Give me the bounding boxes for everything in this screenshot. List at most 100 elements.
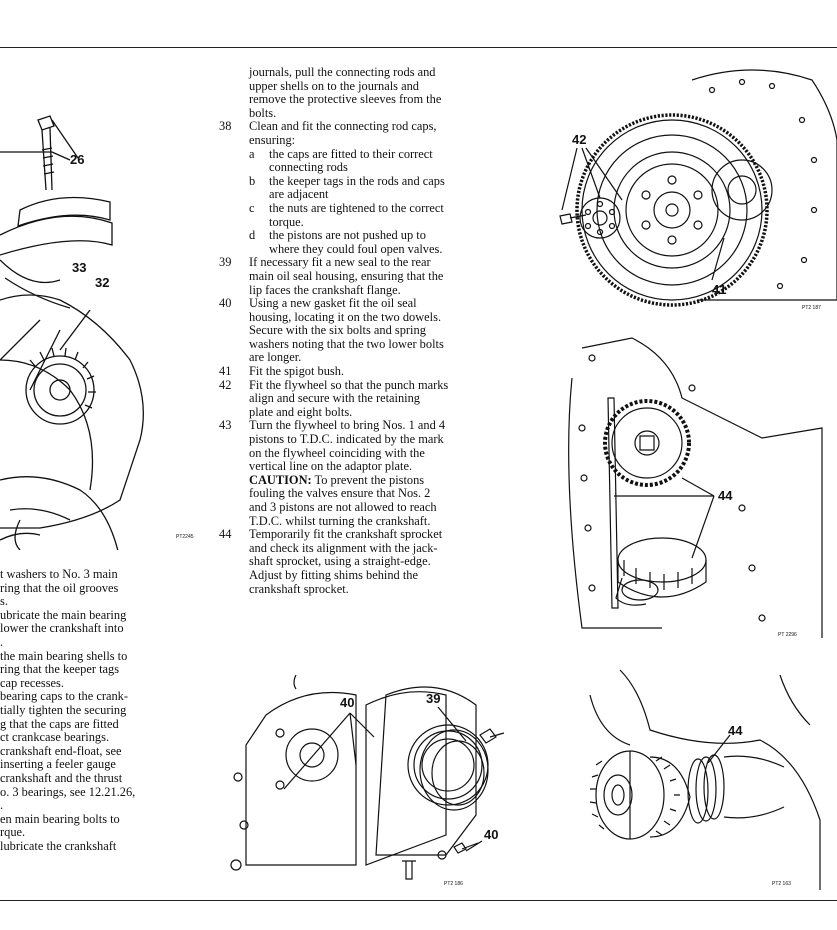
text-line: torque.	[269, 214, 304, 229]
text-line: ct crankcase bearings.	[0, 730, 110, 745]
text-line: align and secure with the retaining	[249, 391, 421, 406]
step-text: Clean and fit the connecting rod caps,en…	[249, 120, 519, 147]
step-text: Fit the spigot bush.	[249, 364, 519, 379]
text-line: tially tighten the securing	[0, 702, 127, 717]
text-line: ubricate the main bearing	[0, 607, 127, 622]
text-line: cap recesses.	[0, 675, 64, 690]
flywheel-figure: 42 41 PT2 187	[552, 60, 837, 311]
text-line: t washers to No. 3 main	[0, 567, 118, 581]
sub-letter: b	[249, 173, 256, 188]
text-line: and check its alignment with the jack-	[249, 540, 438, 555]
step-41: 41 Fit the spigot bush.	[219, 364, 519, 379]
callout-40-lower: 40	[484, 827, 499, 842]
callout-44: 44	[718, 488, 733, 503]
text-line: the keeper tags in the rods and caps	[269, 173, 445, 188]
caution-first-line: To prevent the pistons	[311, 472, 425, 487]
text-line: housing, locating it on the two dowels.	[249, 309, 442, 324]
text-line: Fit the flywheel so that the punch marks	[249, 377, 449, 392]
text-line: g that the caps are fitted	[0, 716, 119, 731]
caution-label: CAUTION:	[249, 472, 312, 487]
text-line: connecting rods	[269, 160, 348, 175]
step-number: 42	[219, 377, 232, 392]
figure-code: PT2 186	[444, 881, 463, 887]
step-42: 42 Fit the flywheel so that the punch ma…	[219, 377, 519, 420]
text-line: ring that the oil grooves	[0, 580, 119, 595]
text-line: lower the crankshaft into	[0, 621, 124, 636]
bottom-rule	[0, 900, 837, 901]
caution-note: CAUTION: To prevent the pistons fouling …	[219, 472, 519, 528]
top-rule	[0, 47, 837, 48]
sub-letter: d	[249, 228, 256, 243]
text-line: shaft sprocket, using a straight-edge.	[249, 554, 431, 569]
text-line: lubricate the crankshaft	[0, 838, 117, 853]
text-line: washers noting that the two lower bolts	[249, 336, 444, 351]
sprocket-alignment-figure: 44 PT 2296	[552, 328, 837, 648]
text-line: Adjust by fitting shims behind the	[249, 567, 418, 582]
text-line: plate and eight bolts.	[249, 404, 353, 419]
text-line: .	[0, 798, 4, 813]
text-line: vertical line on the adaptor plate.	[249, 459, 413, 474]
callout-42: 42	[572, 132, 587, 147]
text-line: T.D.C. whilst turning the crankshaft.	[249, 513, 431, 528]
sub-letter: c	[249, 200, 255, 215]
callout-33: 33	[72, 260, 87, 275]
figure-code: PT2 187	[802, 305, 821, 311]
text-line: crankshaft end-float, see	[0, 743, 122, 758]
step-number: 41	[219, 364, 232, 379]
figure-code: PT 2296	[778, 632, 797, 638]
text-line: Using a new gasket fit the oil seal	[249, 296, 417, 311]
callout-26: 26	[70, 152, 85, 167]
text-line: fouling the valves ensure that Nos. 2	[249, 486, 431, 501]
text-line: the nuts are tightened to the correct	[269, 200, 444, 215]
callout-44: 44	[728, 723, 743, 738]
step-number: 39	[219, 255, 232, 270]
text-line: crankshaft sprocket.	[249, 581, 349, 596]
step-number: 38	[219, 119, 232, 134]
step-39: 39 If necessary fit a new seal to the re…	[219, 256, 519, 297]
text-line: on the flywheel coinciding with the	[249, 445, 425, 460]
figure-code: PT2245	[176, 534, 194, 540]
step-38: 38 Clean and fit the connecting rod caps…	[219, 120, 519, 147]
text-line: pistons to T.D.C. indicated by the mark	[249, 432, 444, 447]
text-line: bearing caps to the crank-	[0, 689, 128, 704]
text-line: remove the protective sleeves from the	[249, 92, 442, 107]
callout-40: 40	[340, 695, 355, 710]
text-line: upper shells on to the journals and	[249, 78, 419, 93]
text-line: where they could foul open valves.	[269, 241, 443, 256]
text-line: the pistons are not pushed up to	[269, 228, 426, 243]
step-text: Fit the flywheel so that the punch marks…	[249, 377, 519, 420]
step-number: 44	[219, 527, 232, 542]
text-line: main oil seal housing, ensuring that the	[249, 268, 444, 283]
text-line: inserting a feeler gauge	[0, 757, 116, 772]
text-line: Temporarily fit the crankshaft sprocket	[249, 527, 443, 542]
text-line: .	[0, 634, 4, 649]
text-line: and 3 pistons are not allowed to reach	[249, 500, 437, 514]
crankshaft-sprocket-shims-figure: 44 PT2 163	[560, 665, 837, 895]
sub-letter: a	[249, 146, 255, 161]
text-line: en main bearing bolts to	[0, 811, 120, 826]
text-line: crankshaft and the thrust	[0, 770, 123, 785]
text-line: bolts.	[249, 105, 277, 120]
text-line: rque.	[0, 825, 26, 840]
text-line: ensuring:	[249, 132, 296, 147]
text-line: lip faces the crankshaft flange.	[249, 282, 401, 297]
text-line: s.	[0, 594, 8, 609]
text-line: are adjacent	[269, 187, 329, 202]
text-line: the caps are fitted to their correct	[269, 146, 433, 161]
text-line: o. 3 bearings, see 12.21.26,	[0, 784, 136, 799]
step-43: 43 Turn the flywheel to bring Nos. 1 and…	[219, 419, 519, 473]
figure-code: PT2 163	[772, 881, 791, 887]
